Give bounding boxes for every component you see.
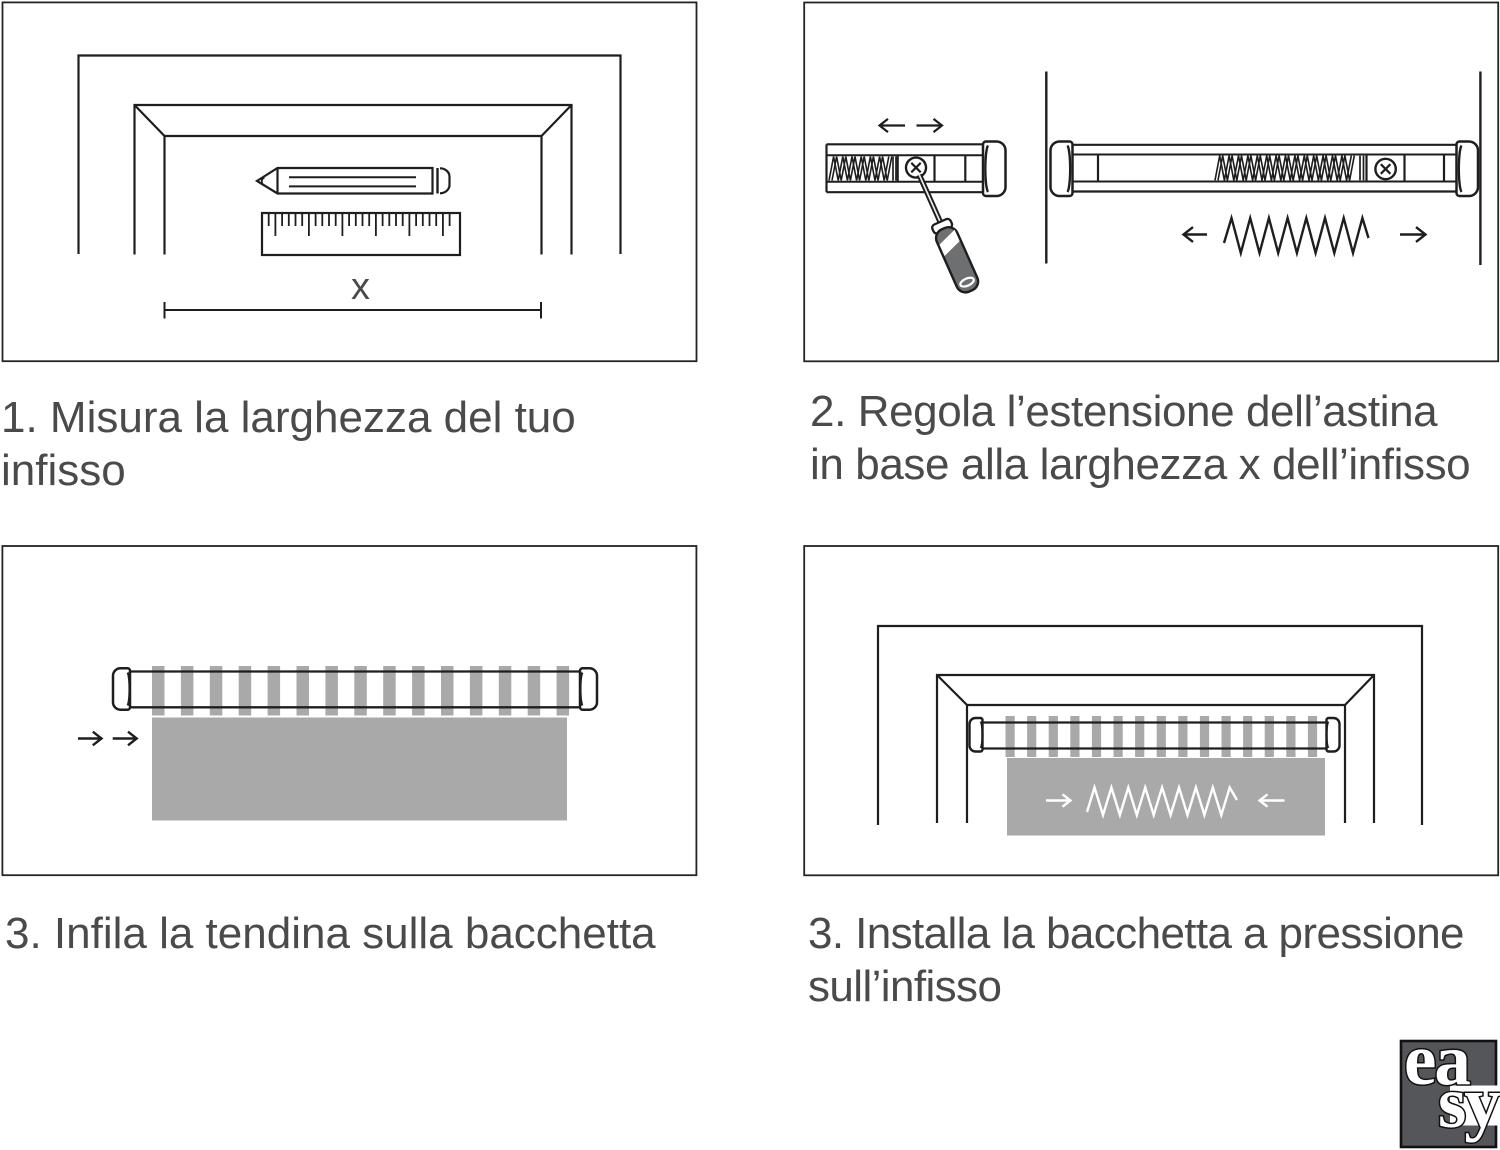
svg-text:sy: sy [1438,1062,1500,1143]
svg-text:x: x [351,266,370,308]
svg-text:ea: ea [1404,1019,1470,1100]
